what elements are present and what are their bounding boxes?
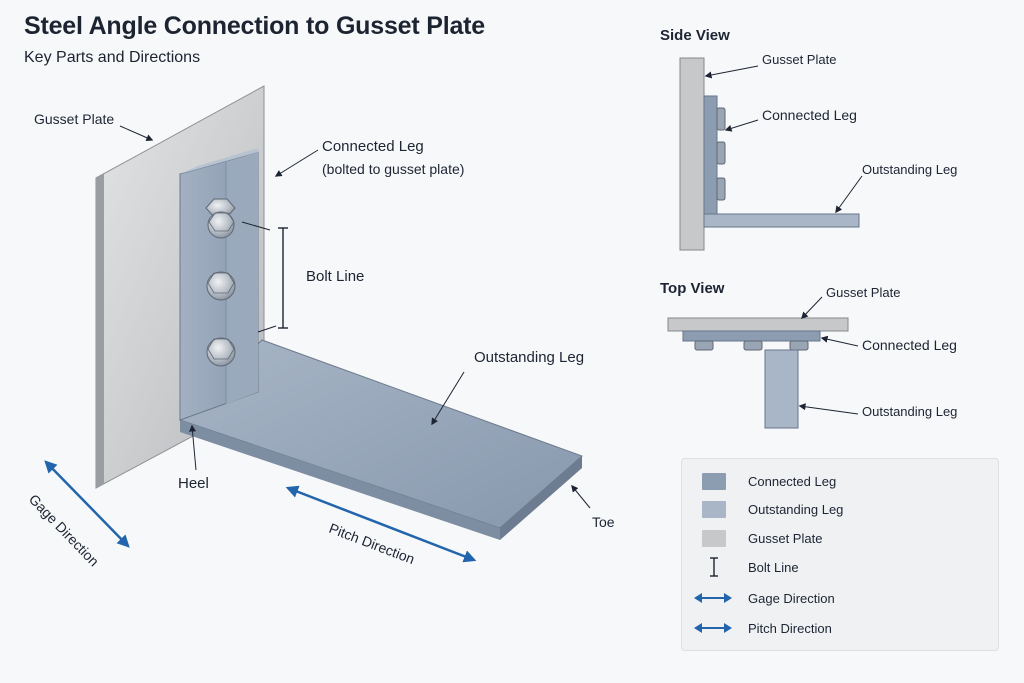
top-outstanding-leg (764, 349, 799, 429)
page-title: Steel Angle Connection to Gusset Plate (24, 12, 485, 40)
top-label-gusset-plate: Gusset Plate (826, 285, 900, 300)
legend-label: Outstanding Leg (748, 501, 844, 517)
label-pitch-direction: Pitch Direction (327, 520, 417, 567)
label-toe: Toe (592, 514, 615, 530)
side-label-gusset-plate: Gusset Plate (762, 52, 836, 67)
outstanding-leg-end (500, 456, 582, 540)
bolt-top (205, 198, 236, 239)
double-arrow-icon (694, 588, 732, 608)
legend-label: Gage Direction (748, 590, 835, 606)
legend-label: Gusset Plate (748, 530, 823, 546)
top-label-outstanding-leg: Outstanding Leg (862, 404, 957, 419)
side-connected-leg (703, 95, 718, 227)
pitch-direction-arrow (285, 485, 477, 563)
gusset-plate-edge (96, 174, 104, 488)
connected-leg-fillet (226, 152, 258, 404)
bolt-bottom (206, 337, 236, 367)
side-view: Side View Gusset Plate Connected Leg Out… (660, 27, 957, 251)
side-label-connected-leg: Connected Leg (762, 107, 857, 123)
label-connected-leg-note: (bolted to gusset plate) (322, 161, 464, 177)
legend-label: Bolt Line (748, 559, 799, 575)
top-gusset-plate (667, 317, 849, 332)
page-subtitle: Key Parts and Directions (24, 49, 201, 66)
top-view: Top View Gusset Plate Connected Leg Outs… (660, 280, 957, 429)
legend-label: Pitch Direction (748, 620, 832, 636)
double-arrow-icon (694, 618, 732, 638)
legend-item-pitch-direction: Pitch Direction (694, 618, 832, 638)
legend-item-gage-direction: Gage Direction (694, 588, 835, 608)
bolt-middle (206, 271, 236, 301)
label-connected-leg: Connected Leg (322, 138, 424, 155)
gusset-plate-swatch (702, 529, 726, 547)
side-label-outstanding-leg: Outstanding Leg (862, 162, 957, 177)
connected-leg-swatch (702, 472, 726, 490)
legend-label: Connected Leg (748, 473, 837, 489)
legend: Connected Leg Outstanding Leg Gusset Pla… (681, 458, 999, 651)
label-gusset-plate: Gusset Plate (34, 111, 114, 127)
side-outstanding-leg (703, 213, 860, 228)
gage-direction-arrow (44, 460, 130, 548)
top-connected-leg (682, 330, 821, 342)
bolt-line-icon (702, 557, 726, 577)
side-view-title: Side View (660, 27, 730, 44)
legend-item-connected-leg: Connected Leg (702, 471, 836, 491)
side-gusset-plate (679, 57, 705, 251)
legend-item-gusset-plate: Gusset Plate (702, 528, 822, 548)
label-heel: Heel (178, 475, 209, 492)
outstanding-leg-swatch (702, 500, 726, 518)
top-view-title: Top View (660, 280, 725, 297)
legend-item-bolt-line: Bolt Line (702, 557, 799, 577)
isometric-view: Gusset Plate Connected Leg (bolted to gu… (26, 85, 615, 569)
label-bolt-line: Bolt Line (306, 268, 364, 285)
label-outstanding-leg: Outstanding Leg (474, 349, 584, 366)
top-label-connected-leg: Connected Leg (862, 337, 957, 353)
legend-item-outstanding-leg: Outstanding Leg (702, 499, 843, 519)
connected-leg-top (180, 148, 258, 174)
label-gage-direction: Gage Direction (26, 491, 102, 569)
